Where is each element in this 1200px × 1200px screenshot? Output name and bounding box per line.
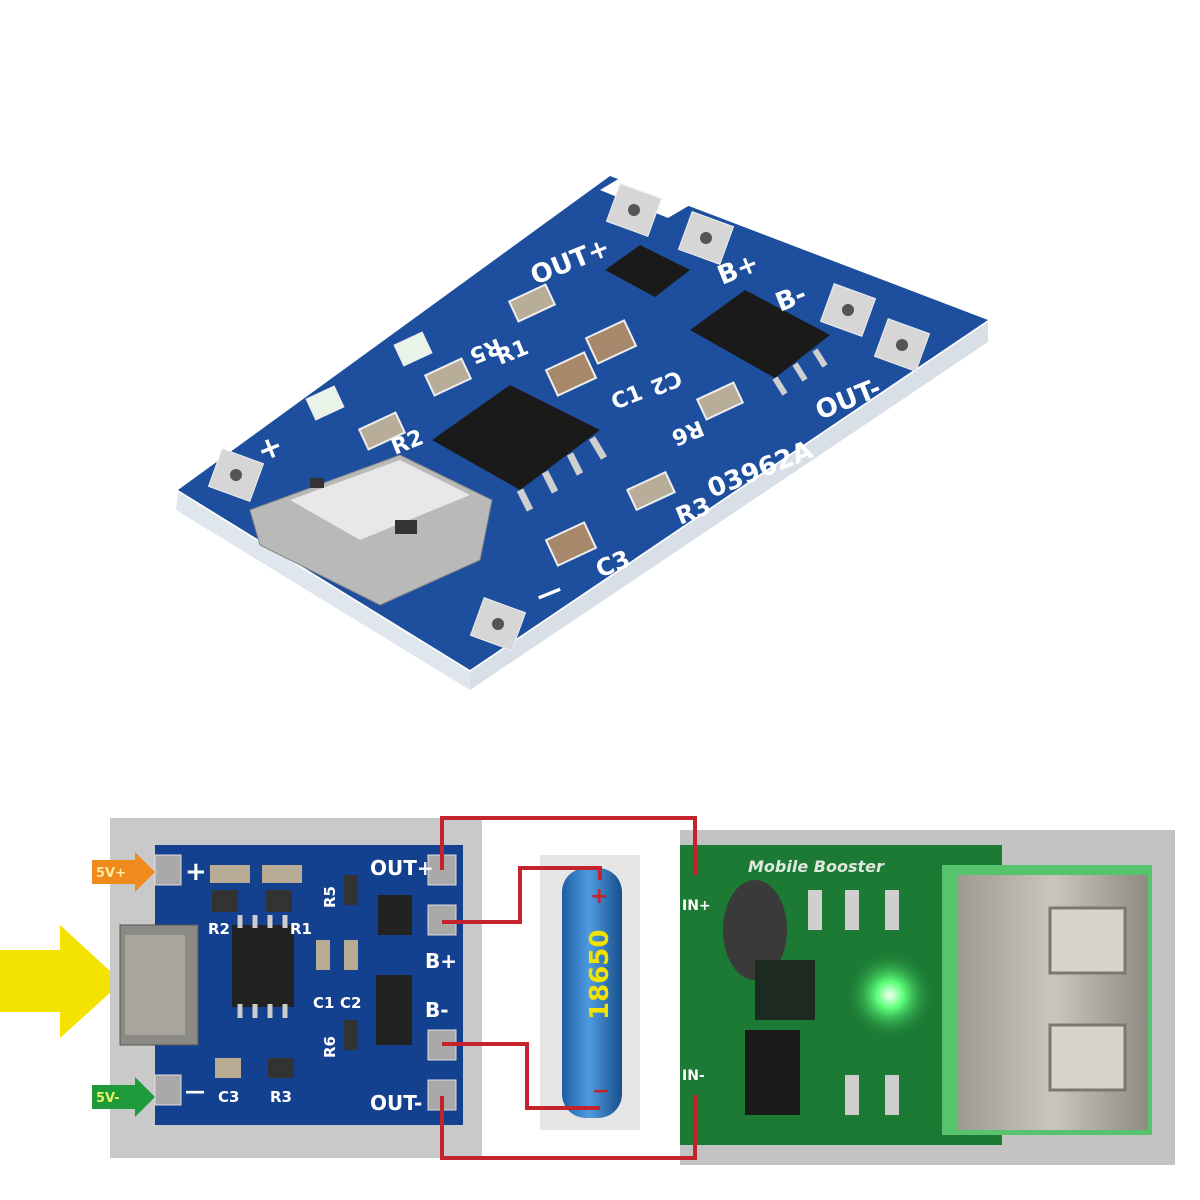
battery-18650	[562, 868, 622, 1118]
charger-label-plus: +	[185, 857, 207, 887]
battery-label: 18650	[585, 930, 615, 1020]
charger-label-b-minus: B-	[425, 998, 449, 1022]
svg-text:5V-: 5V-	[96, 1091, 120, 1106]
svg-text:5V+: 5V+	[96, 866, 126, 881]
tag-5v-minus: 5V-	[92, 1077, 155, 1117]
charger-label-c3: C3	[218, 1088, 239, 1106]
input-arrow	[0, 925, 122, 1038]
charger-label-r2: R2	[208, 920, 230, 938]
battery-plus: +	[590, 884, 608, 909]
top-charger-board: OUT+ B+ B- OUT- 03962A + — R5 R1 R2 R3 R…	[176, 176, 988, 690]
micro-usb-port-side	[119, 924, 199, 1046]
ic-chip-charger	[232, 925, 294, 1007]
charger-label-r6: R6	[321, 1036, 339, 1058]
charger-label-out-plus: OUT+	[370, 856, 434, 880]
charger-label-r1: R1	[290, 920, 312, 938]
wires	[440, 816, 697, 1160]
charger-label-out-minus: OUT-	[370, 1091, 422, 1115]
charger-label-minus: —	[185, 1079, 205, 1103]
charger-label-b-plus: B+	[425, 949, 457, 973]
charger-label-r5: R5	[321, 886, 339, 908]
ic-chip-protection	[690, 290, 830, 396]
mosfet-chip	[605, 245, 690, 297]
usb-a-port	[942, 865, 1152, 1135]
charger-label-r3: R3	[270, 1088, 292, 1106]
ic-chip-main	[432, 385, 608, 512]
wiring-diagram: + — R2 R1 R5 C1 C2 R6 C3 R3 OUT+ B+ B- O…	[0, 816, 1175, 1165]
led-glow	[845, 950, 935, 1040]
inductor	[723, 880, 787, 980]
booster-title: Mobile Booster	[748, 857, 885, 876]
tag-5v-plus: 5V+	[92, 852, 155, 892]
ic-chip-booster	[745, 1030, 800, 1115]
booster-in-minus: IN-	[682, 1068, 705, 1084]
booster-in-plus: IN+	[682, 898, 711, 914]
smd-components	[305, 283, 745, 567]
battery-minus: −	[592, 1079, 610, 1104]
charger-label-c1: C1	[313, 994, 334, 1012]
micro-usb-port	[249, 454, 493, 606]
charger-label-c2: C2	[340, 994, 361, 1012]
